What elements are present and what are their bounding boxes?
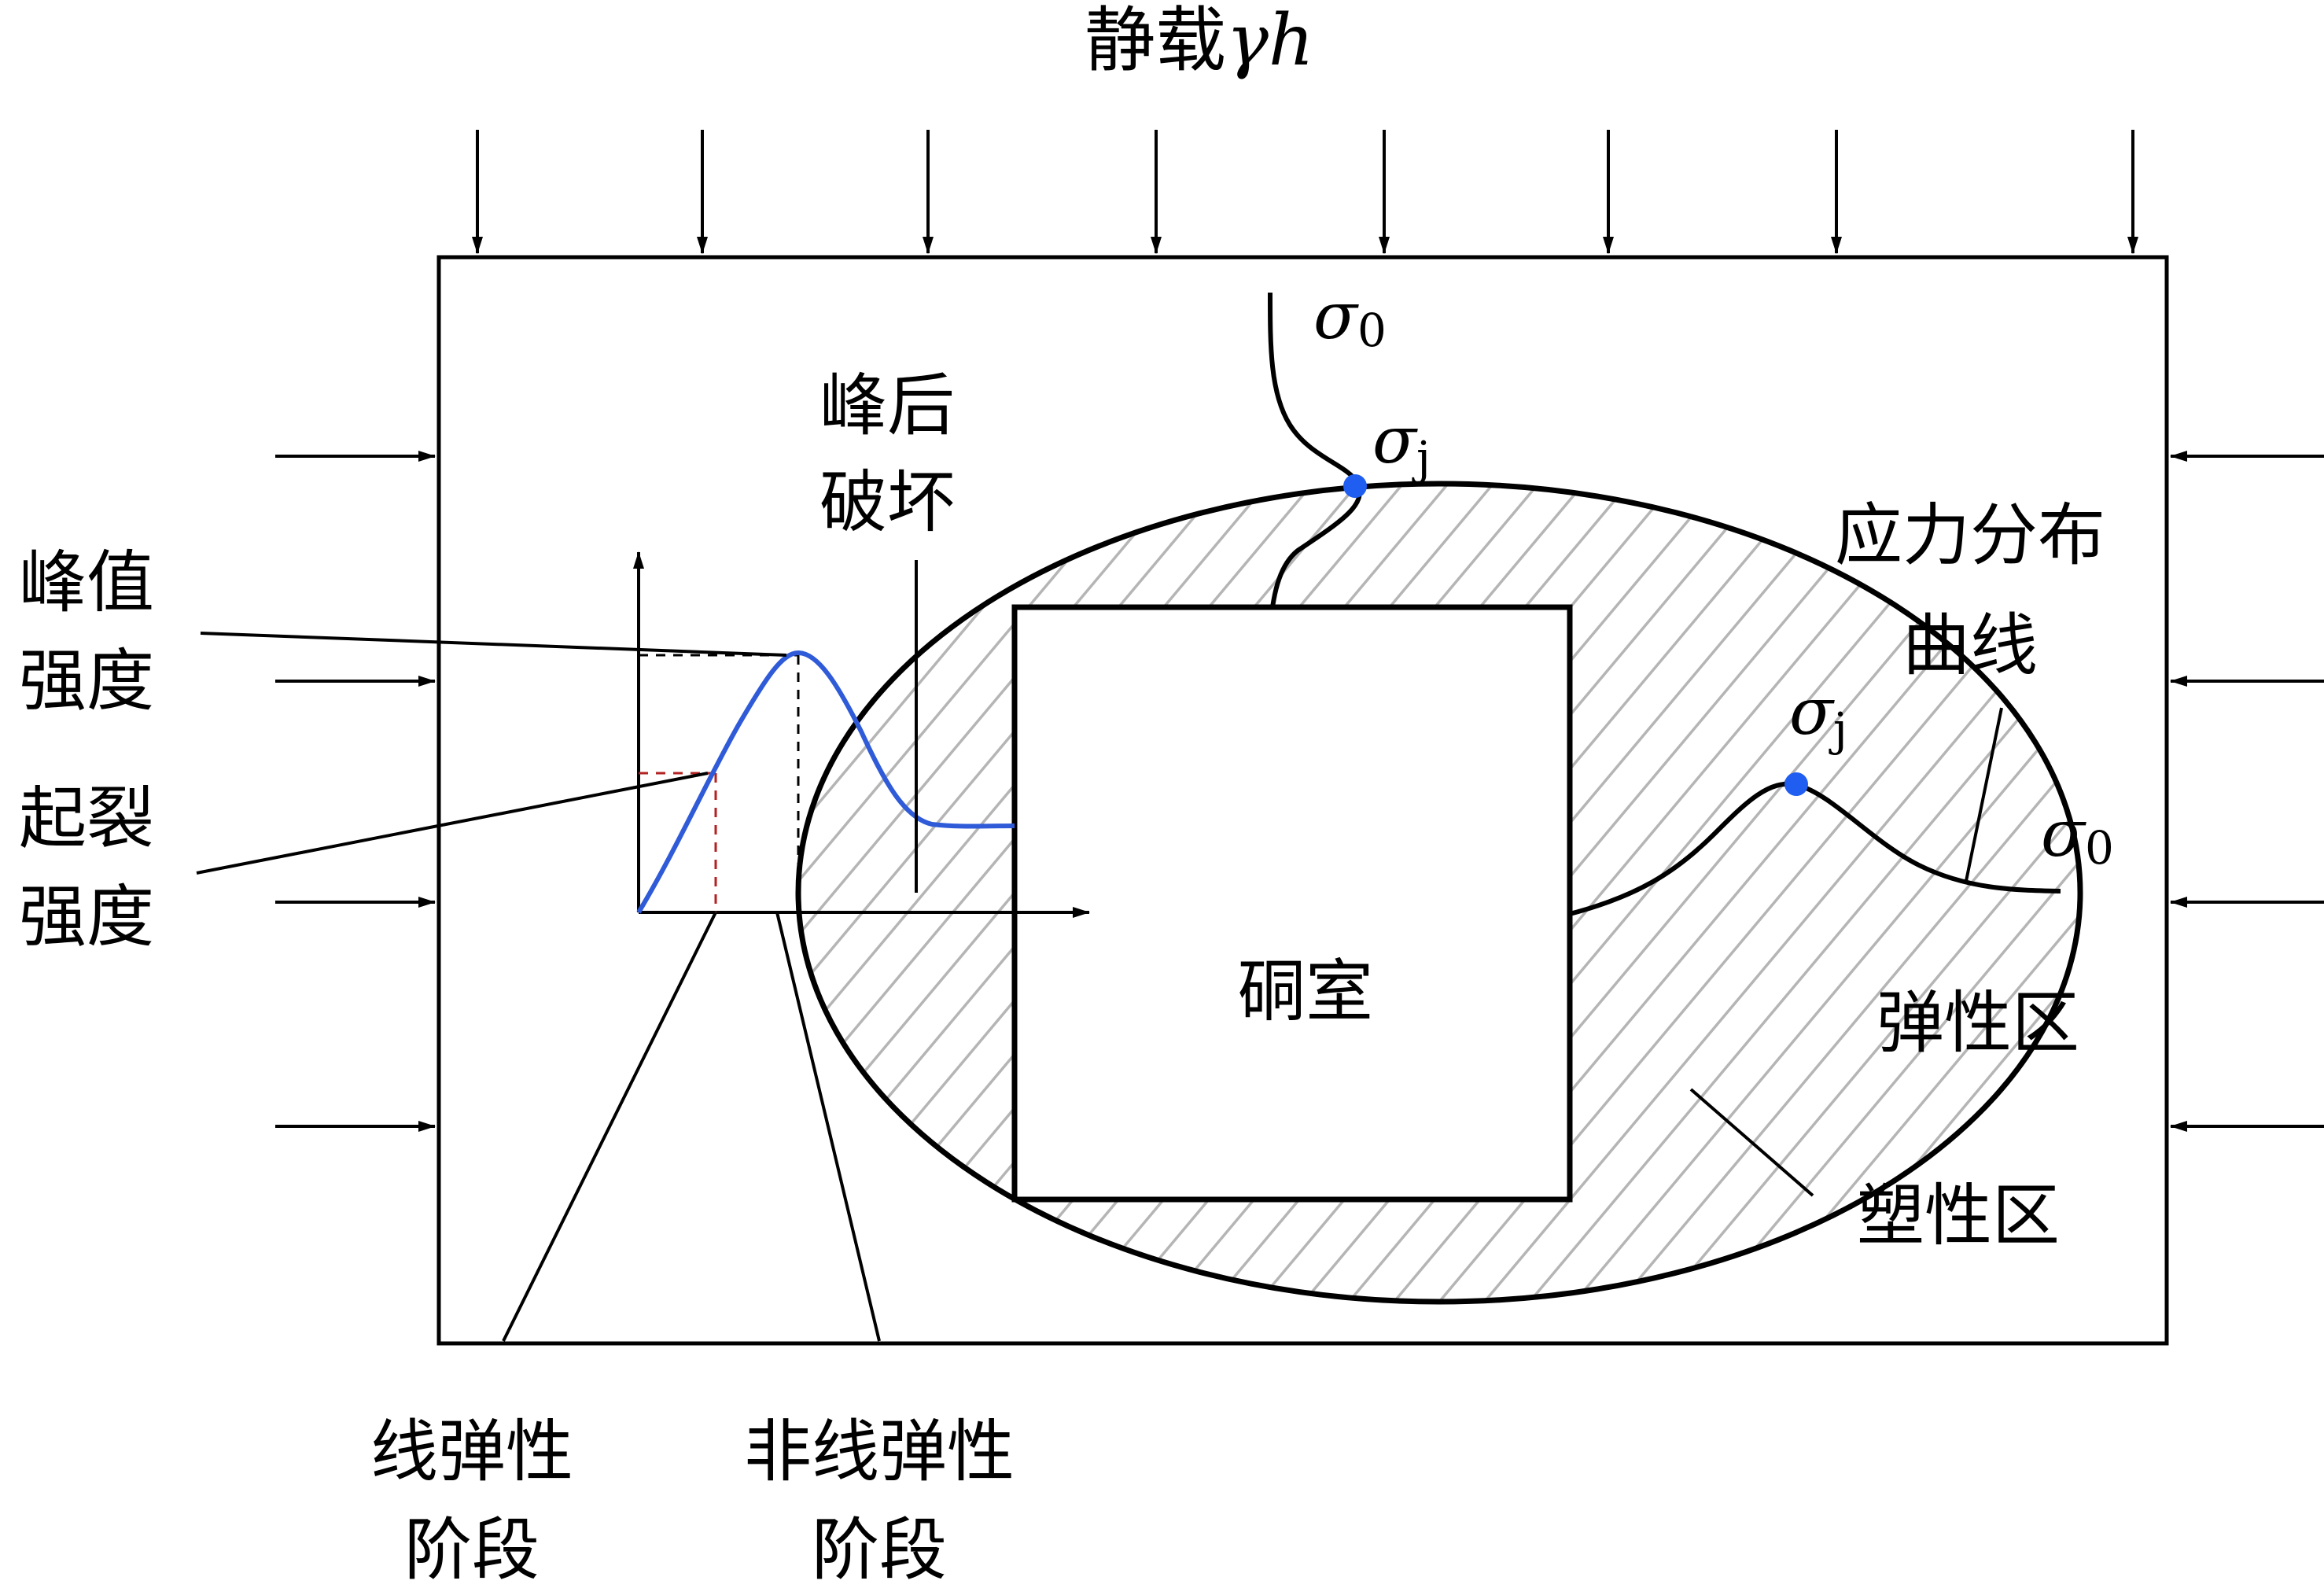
plastic-zone-pointer xyxy=(1689,1088,1814,1197)
rock-block-frame xyxy=(436,255,2169,1346)
plastic-zone-label: 塑性区 xyxy=(1857,1177,2060,1255)
post-peak-label-1: 峰后 xyxy=(819,367,955,445)
top-load-arrows xyxy=(472,130,2138,254)
top-sigma-j-point xyxy=(1343,474,1367,498)
crack-strength-label-1: 起裂 xyxy=(19,779,154,858)
post-peak-label-2: 破坏 xyxy=(819,463,955,542)
nonlinear-elastic-label-2: 阶段 xyxy=(812,1511,947,1588)
chamber-rect xyxy=(1011,604,1573,1203)
peak-strength-label-1: 峰值 xyxy=(19,543,154,622)
linear-elastic-label-2: 阶段 xyxy=(404,1511,540,1588)
stress-strain-axes xyxy=(633,551,1090,918)
crack-guides xyxy=(639,772,717,912)
crack-strength-pointer xyxy=(196,772,709,875)
right-sigma-0-label: σ0 xyxy=(2041,797,2114,875)
elastic-zone-label: 弹性区 xyxy=(1877,984,2079,1063)
chamber-label: 硐室 xyxy=(1238,952,1373,1031)
right-sigma-j-label: σj xyxy=(1789,675,1847,756)
crack-strength-label-2: 强度 xyxy=(19,878,154,956)
top-load-label: 静载γh xyxy=(1085,0,1314,82)
stress-curve-label-1: 应力分布 xyxy=(1835,496,2105,575)
top-sigma-0-label: σ0 xyxy=(1313,279,1387,357)
stress-curve-pointer xyxy=(1965,707,2003,882)
stress-strain-curve xyxy=(636,650,1015,914)
left-load-arrows xyxy=(275,451,436,1132)
linear-elastic-pointer xyxy=(502,912,717,1342)
right-sigma-j-point xyxy=(1784,772,1808,796)
right-load-arrows xyxy=(2170,451,2324,1132)
peak-strength-label-2: 强度 xyxy=(19,642,154,720)
stress-curve-label-2: 曲线 xyxy=(1902,606,2038,685)
top-sigma-j-label: σj xyxy=(1372,403,1431,485)
linear-elastic-label-1: 线弹性 xyxy=(370,1413,573,1491)
peak-strength-pointer xyxy=(200,632,787,657)
nonlinear-elastic-label-1: 非线弹性 xyxy=(744,1413,1015,1491)
peak-guides xyxy=(639,654,800,912)
nonlinear-elastic-pointer xyxy=(775,912,881,1342)
